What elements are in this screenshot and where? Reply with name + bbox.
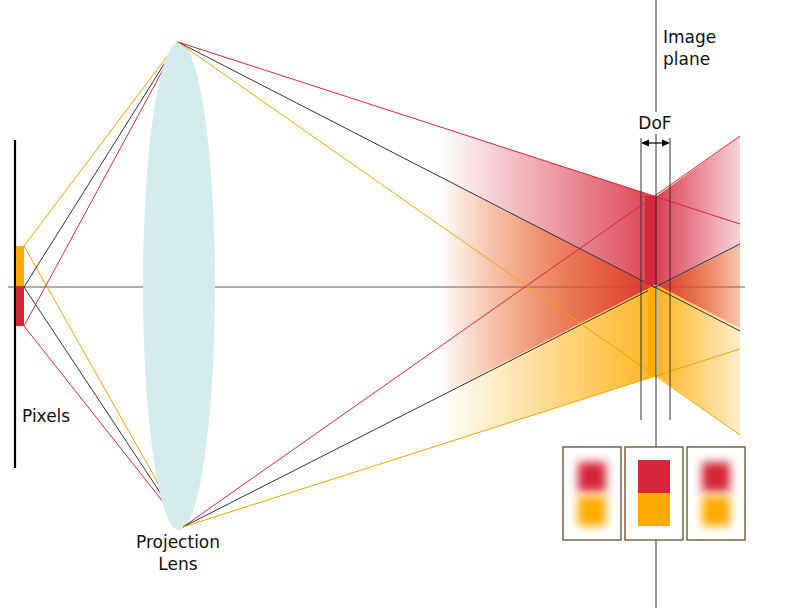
part-label: Pixels: [22, 405, 70, 427]
projection-lens: [143, 42, 215, 530]
plane-label: Image plane: [663, 26, 738, 70]
orange-image: [648, 288, 656, 376]
red-cone: [440, 127, 655, 395]
dof-limit: [670, 138, 671, 420]
lens-label: Projection Lens: [118, 531, 238, 575]
dof-limit: [641, 138, 642, 420]
pixel-panel: [14, 140, 16, 468]
red-image: [645, 196, 657, 285]
arrow-head: [641, 140, 649, 147]
arrow-head: [662, 140, 670, 147]
orange-pixel: [16, 246, 24, 286]
red-pixel: [16, 286, 24, 326]
focus-samples: [563, 447, 745, 540]
dof-label: DoF: [636, 112, 673, 134]
